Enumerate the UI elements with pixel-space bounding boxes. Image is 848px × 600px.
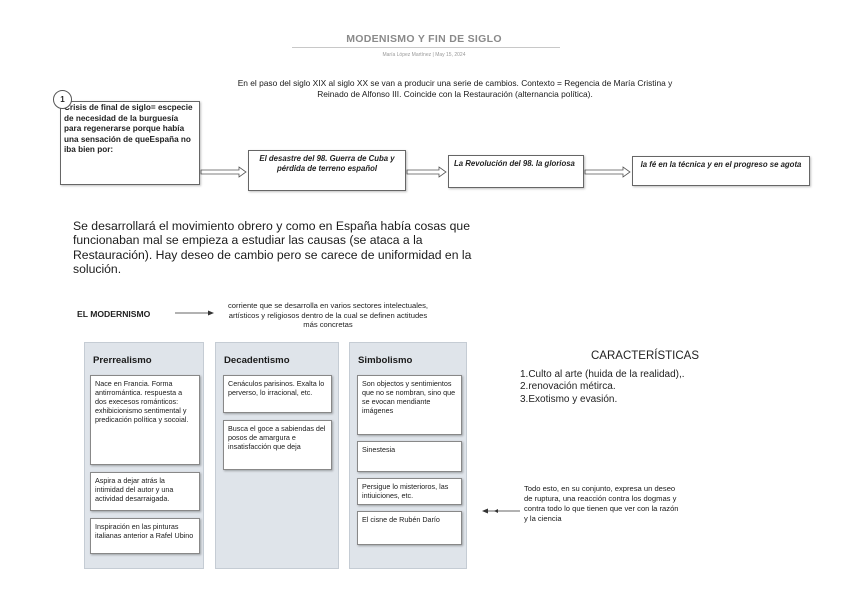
card: Persigue lo misterioros, las intiuicione… <box>357 478 462 505</box>
flow-box-desastre: El desastre del 98. Guerra de Cuba y pér… <box>248 150 406 191</box>
caracteristica-item: 1.Culto al arte (huida de la realidad),. <box>520 369 685 380</box>
card: Son objectos y sentimientos que no se no… <box>357 375 462 435</box>
modernismo-description: corriente que se desarrolla en varios se… <box>227 301 429 330</box>
title-divider <box>292 47 560 48</box>
step-number-badge: 1 <box>53 90 72 109</box>
card: El cisne de Rubén Darío <box>357 511 462 545</box>
flow-arrow-3 <box>584 166 631 178</box>
caracteristicas-list: 1.Culto al arte (huida de la realidad),.… <box>520 369 685 406</box>
flow-box-revolucion: La Revolución del 98. la gloriosa <box>448 155 584 188</box>
card: Cenáculos parisinos. Exalta lo perverso,… <box>223 375 332 413</box>
column-title: Prerrealismo <box>93 355 152 366</box>
caracteristicas-title: CARACTERÍSTICAS <box>591 350 699 362</box>
context-text: En el paso del siglo XIX al siglo XX se … <box>237 78 673 99</box>
column-title: Simbolismo <box>358 355 413 366</box>
card: Inspiración en las pinturas italianas an… <box>90 518 200 554</box>
page-title: MODENISMO Y FIN DE SIGLO <box>346 33 502 45</box>
crisis-box: Crisis de final de siglo= escpecie de ne… <box>60 101 200 185</box>
caracteristica-item: 2.renovación métirca. <box>520 381 616 393</box>
column-simbolismo: Simbolismo Son objectos y sentimientos q… <box>349 342 467 569</box>
flow-box-tecnica: la fé en la técnica y en el progreso se … <box>632 156 810 186</box>
movimiento-paragraph: Se desarrollará el movimiento obrero y c… <box>73 219 472 277</box>
modernismo-label: EL MODERNISMO <box>77 309 151 319</box>
flow-arrow-1 <box>200 166 247 178</box>
column-decadentismo: Decadentismo Cenáculos parisinos. Exalta… <box>215 342 339 569</box>
caracteristica-item: 3.Exotismo y evasión. <box>520 393 618 405</box>
flow-arrow-2 <box>406 166 447 178</box>
card: Nace en Francia. Forma antirromántica. r… <box>90 375 200 465</box>
author-date: María López Martínez | May 15, 2024 <box>382 52 466 58</box>
conclusion-text: Todo esto, en su conjunto, expresa un de… <box>524 484 679 523</box>
card: Aspira a dejar atrás la intimidad del au… <box>90 472 200 511</box>
card: Sinestesia <box>357 441 462 472</box>
column-title: Decadentismo <box>224 355 290 366</box>
column-prerrealismo: Prerrealismo Nace en Francia. Forma anti… <box>84 342 204 569</box>
card: Busca el goce a sabiendas del posos de a… <box>223 420 332 470</box>
